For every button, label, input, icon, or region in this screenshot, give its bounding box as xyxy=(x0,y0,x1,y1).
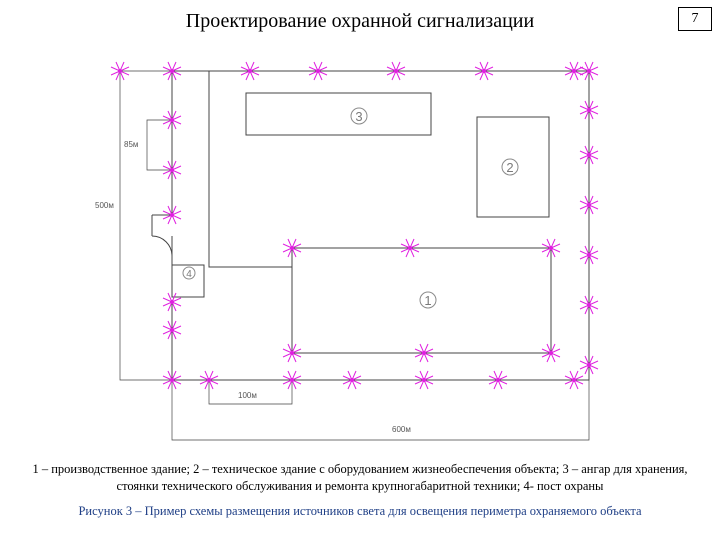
light-source xyxy=(579,195,599,215)
light-source xyxy=(162,370,182,390)
light-source xyxy=(579,145,599,165)
light-source xyxy=(579,61,599,81)
figure-caption: Рисунок 3 – Пример схемы размещения исто… xyxy=(78,504,642,518)
light-sources-group xyxy=(110,61,599,390)
light-source xyxy=(282,343,302,363)
light-source xyxy=(579,355,599,375)
light-source xyxy=(386,61,406,81)
light-source xyxy=(110,61,130,81)
inner-wall xyxy=(208,71,292,268)
building-1-production xyxy=(291,247,552,354)
light-source xyxy=(488,370,508,390)
dimension-label-600: 600м xyxy=(392,425,411,434)
dimension-label-100: 100м xyxy=(238,391,257,400)
building-4-number: 4 xyxy=(186,269,192,280)
light-source xyxy=(564,370,584,390)
building-1-marker xyxy=(419,291,437,309)
light-source xyxy=(564,61,584,81)
light-source xyxy=(579,100,599,120)
light-source xyxy=(162,292,182,312)
building-3-number: 3 xyxy=(355,109,362,124)
legend-text: 1 – производственное здание; 2 – техниче… xyxy=(32,462,688,493)
page-title: Проектирование охранной сигнализации xyxy=(185,10,535,32)
light-source xyxy=(579,295,599,315)
light-source xyxy=(199,370,219,390)
light-source xyxy=(162,160,182,180)
site-plan-diagram: 3 2 1 4 85м 500м 100м 600м xyxy=(95,61,599,441)
dimension-label-500: 500м xyxy=(95,201,114,210)
page-number: 7 xyxy=(678,7,712,31)
dimension-line-85 xyxy=(146,119,172,171)
light-source xyxy=(414,370,434,390)
light-source xyxy=(400,238,420,258)
building-2-technical xyxy=(476,116,550,218)
light-source xyxy=(474,61,494,81)
light-source xyxy=(541,238,561,258)
light-source xyxy=(162,320,182,340)
light-source xyxy=(342,370,362,390)
building-2-marker xyxy=(501,158,519,176)
building-3-marker xyxy=(350,107,368,125)
light-source xyxy=(414,343,434,363)
building-1-number: 1 xyxy=(424,293,431,308)
dimension-line-500 xyxy=(119,70,172,381)
gate-symbol xyxy=(151,214,173,265)
light-source xyxy=(541,343,561,363)
light-source xyxy=(308,61,328,81)
light-source xyxy=(162,61,182,81)
dimension-line-600 xyxy=(171,380,590,441)
light-source xyxy=(240,61,260,81)
light-source xyxy=(162,205,182,225)
building-4-guard-post xyxy=(171,264,205,298)
building-2-number: 2 xyxy=(506,160,513,175)
dimension-label-85: 85м xyxy=(124,140,138,149)
building-4-marker xyxy=(182,266,196,280)
light-source xyxy=(282,238,302,258)
light-source xyxy=(579,245,599,265)
dimension-line-100 xyxy=(208,380,293,405)
building-3-hangar xyxy=(245,92,432,136)
light-source xyxy=(282,370,302,390)
light-source xyxy=(162,110,182,130)
